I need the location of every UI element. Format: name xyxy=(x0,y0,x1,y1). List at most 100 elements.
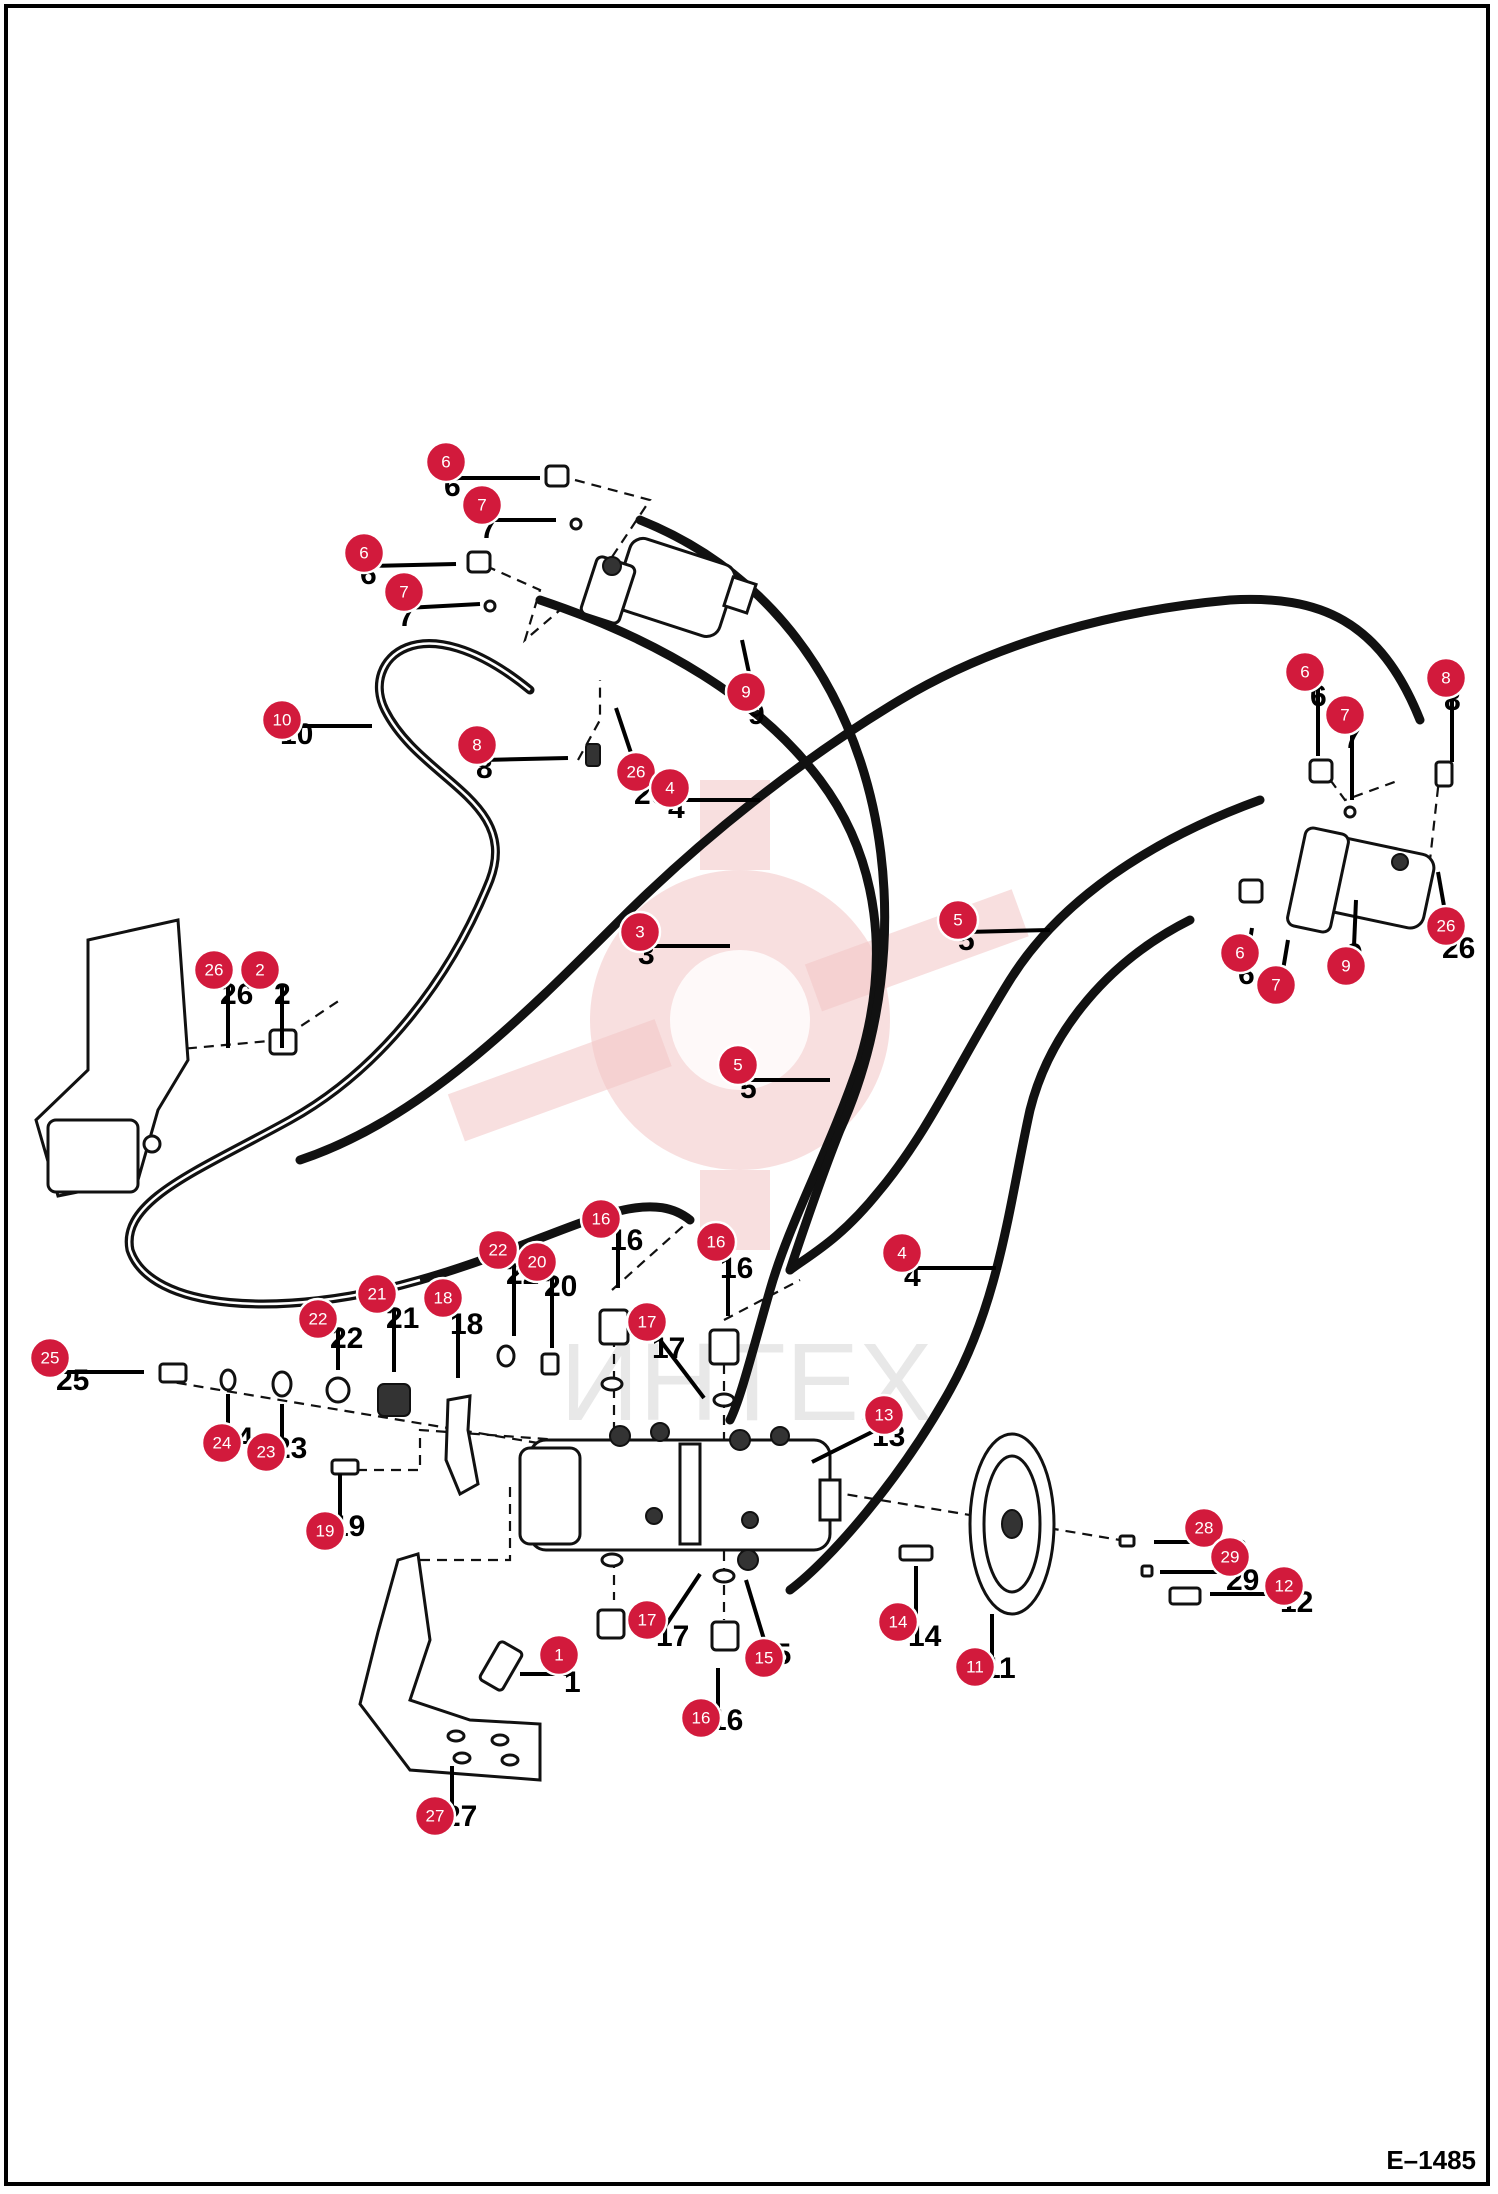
callout-badge[interactable] xyxy=(296,1297,340,1341)
hardware xyxy=(158,1344,1202,1692)
callout-badge[interactable] xyxy=(238,948,282,992)
callout-24: 2424 xyxy=(200,1394,254,1465)
callout-badge[interactable] xyxy=(694,1220,738,1264)
callout-badge[interactable] xyxy=(579,1197,623,1241)
callout-badge[interactable] xyxy=(742,1636,786,1680)
callout-badge[interactable] xyxy=(936,898,980,942)
callout-badge-number: 1 xyxy=(554,1646,563,1665)
callout-badge[interactable] xyxy=(862,1393,906,1437)
callout-badge-number: 10 xyxy=(273,711,292,730)
callout-badge[interactable] xyxy=(342,531,386,575)
callout-badge-number: 6 xyxy=(441,453,450,472)
callout-badge[interactable] xyxy=(476,1228,520,1272)
callout-badge[interactable] xyxy=(303,1509,347,1553)
pulley xyxy=(968,1432,1056,1616)
callout-badge[interactable] xyxy=(1208,1535,1252,1579)
callout-badge-number: 5 xyxy=(953,911,962,930)
callout-badge-number: 16 xyxy=(692,1709,711,1728)
callout-badge-number: 4 xyxy=(897,1244,906,1263)
callout-badge-number: 21 xyxy=(368,1285,387,1304)
callout-7: 77 xyxy=(382,570,481,633)
callout-badge-number: 9 xyxy=(741,683,750,702)
callout-10: 1010 xyxy=(260,698,372,751)
callout-badge-number: 14 xyxy=(889,1613,908,1632)
leader-line xyxy=(483,756,569,762)
callout-badge[interactable] xyxy=(537,1633,581,1677)
callout-badge[interactable] xyxy=(716,1043,760,1087)
callout-12: 1212 xyxy=(1210,1564,1313,1619)
callout-badge[interactable] xyxy=(625,1300,669,1344)
callout-badge-number: 23 xyxy=(257,1443,276,1462)
callout-badge[interactable] xyxy=(1283,650,1327,694)
callout-7: 77 xyxy=(460,483,556,545)
callout-badge[interactable] xyxy=(953,1645,997,1689)
callout-badge[interactable] xyxy=(1254,963,1298,1007)
callout-badge[interactable] xyxy=(1323,693,1367,737)
leader-line xyxy=(1352,899,1358,947)
figure-frame xyxy=(4,4,1490,2186)
callout-badge[interactable] xyxy=(424,440,468,484)
callout-badge[interactable] xyxy=(679,1696,723,1740)
callout-badge-number: 18 xyxy=(434,1289,453,1308)
figure-code: E–1485 xyxy=(1386,2145,1476,2175)
callout-badge[interactable] xyxy=(1182,1506,1226,1550)
callout-badge[interactable] xyxy=(421,1276,465,1320)
callout-6: 66 xyxy=(424,440,540,503)
callout-badge[interactable] xyxy=(1218,931,1262,975)
callout-badge[interactable] xyxy=(260,698,304,742)
callout-badge[interactable] xyxy=(1262,1564,1306,1608)
reservoir-tank xyxy=(34,918,190,1198)
callout-badge[interactable] xyxy=(724,670,768,714)
hose-5-right xyxy=(785,795,1265,1275)
leader-line xyxy=(658,1338,706,1400)
callout-badge[interactable] xyxy=(413,1794,457,1838)
callout-badge[interactable] xyxy=(1424,904,1468,948)
callout-badge[interactable] xyxy=(192,948,236,992)
callout-badge[interactable] xyxy=(244,1430,288,1474)
callout-badge[interactable] xyxy=(200,1421,244,1465)
callout-5: 55 xyxy=(716,1043,830,1105)
callout-badge-number: 19 xyxy=(316,1522,335,1541)
callout-badge[interactable] xyxy=(1424,656,1468,700)
callout-badge[interactable] xyxy=(460,483,504,527)
callout-6: 66 xyxy=(342,531,457,591)
hose-5-left xyxy=(295,594,1425,1165)
callout-badge[interactable] xyxy=(880,1231,924,1275)
callout-7: 77 xyxy=(1323,693,1367,800)
callout-badge[interactable] xyxy=(648,766,692,810)
callout-8: 88 xyxy=(455,723,569,785)
leader-line xyxy=(744,1579,768,1647)
callout-badge[interactable] xyxy=(1324,944,1368,988)
callout-badge[interactable] xyxy=(455,723,499,767)
callout-badge[interactable] xyxy=(618,910,662,954)
callout-badge-number: 26 xyxy=(627,763,646,782)
callout-3: 33 xyxy=(618,910,730,971)
small-bracket xyxy=(444,1394,480,1497)
callout-badge-number: 25 xyxy=(41,1349,60,1368)
callout-badge[interactable] xyxy=(614,750,658,794)
callout-badge-number: 6 xyxy=(359,544,368,563)
callout-badge[interactable] xyxy=(355,1272,399,1316)
callout-badge-number: 22 xyxy=(309,1310,328,1329)
callout-badge-number: 17 xyxy=(638,1611,657,1630)
callout-badge[interactable] xyxy=(625,1598,669,1642)
callout-badge[interactable] xyxy=(382,570,426,614)
callout-badge[interactable] xyxy=(515,1240,559,1284)
callout-badge-number: 17 xyxy=(638,1313,657,1332)
callout-badge[interactable] xyxy=(876,1600,920,1644)
callout-badge[interactable] xyxy=(28,1336,72,1380)
callout-badge-number: 15 xyxy=(755,1649,774,1668)
